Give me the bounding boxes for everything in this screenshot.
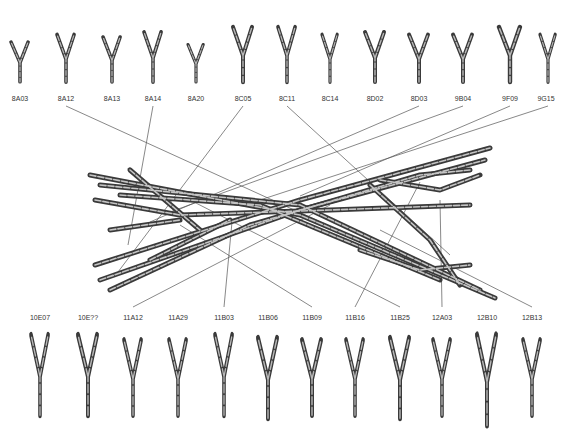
specimen-label: 8A14 (144, 94, 162, 103)
specimen-label: 8A13 (103, 94, 121, 103)
specimen-label: 9F09 (501, 94, 519, 103)
specimen-label: 11B25 (389, 313, 411, 322)
specimen-label: 8A12 (57, 94, 75, 103)
specimen-label: 8C11 (278, 94, 296, 103)
specimen-label: 9G15 (536, 94, 555, 103)
specimen-label: 8A20 (187, 94, 205, 103)
top-specimens (11, 27, 555, 82)
specimen-label: 12B13 (521, 313, 543, 322)
leader-lines (66, 106, 548, 307)
specimen-label: 10E?? (77, 313, 99, 322)
specimen-label: 10E07 (29, 313, 51, 322)
bottom-specimens (31, 335, 540, 425)
specimen-label: 11A29 (167, 313, 189, 322)
specimen-label: 8C05 (234, 94, 253, 103)
specimen-label: 12B10 (476, 313, 498, 322)
specimen-label: 11B06 (257, 313, 279, 322)
specimen-label: 11B03 (213, 313, 235, 322)
specimen-label: 11B09 (301, 313, 323, 322)
specimen-label: 12A03 (431, 313, 453, 322)
specimen-label: 8D02 (366, 94, 385, 103)
specimen-label: 8C14 (321, 94, 340, 103)
specimen-label: 9B04 (454, 94, 472, 103)
specimen-label: 11A12 (122, 313, 144, 322)
specimen-label: 11B16 (344, 313, 366, 322)
specimen-label: 8D03 (410, 94, 429, 103)
branch-structure (90, 148, 495, 298)
specimen-label: 8A03 (11, 94, 29, 103)
